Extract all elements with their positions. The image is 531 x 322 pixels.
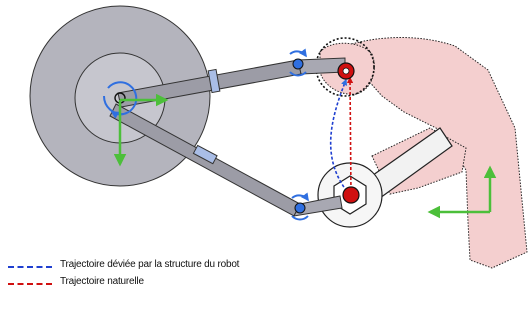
- frame-axes-icon: [113, 93, 497, 219]
- legend-item-deviated: Trajectoire déviée par la structure du r…: [8, 258, 408, 275]
- natural-path: [346, 76, 354, 196]
- legend-item-natural: Trajectoire naturelle: [8, 275, 408, 292]
- end-effector-points: [337, 62, 360, 204]
- legend-label-deviated: Trajectoire déviée par la structure du r…: [60, 259, 240, 270]
- legend: Trajectoire déviée par la structure du r…: [8, 258, 408, 292]
- legend-line-deviated: [8, 266, 52, 268]
- deviated-path: [329, 78, 351, 196]
- legend-line-natural: [8, 283, 52, 285]
- legend-label-natural: Trajectoire naturelle: [60, 276, 144, 287]
- joint-icon: [289, 48, 309, 221]
